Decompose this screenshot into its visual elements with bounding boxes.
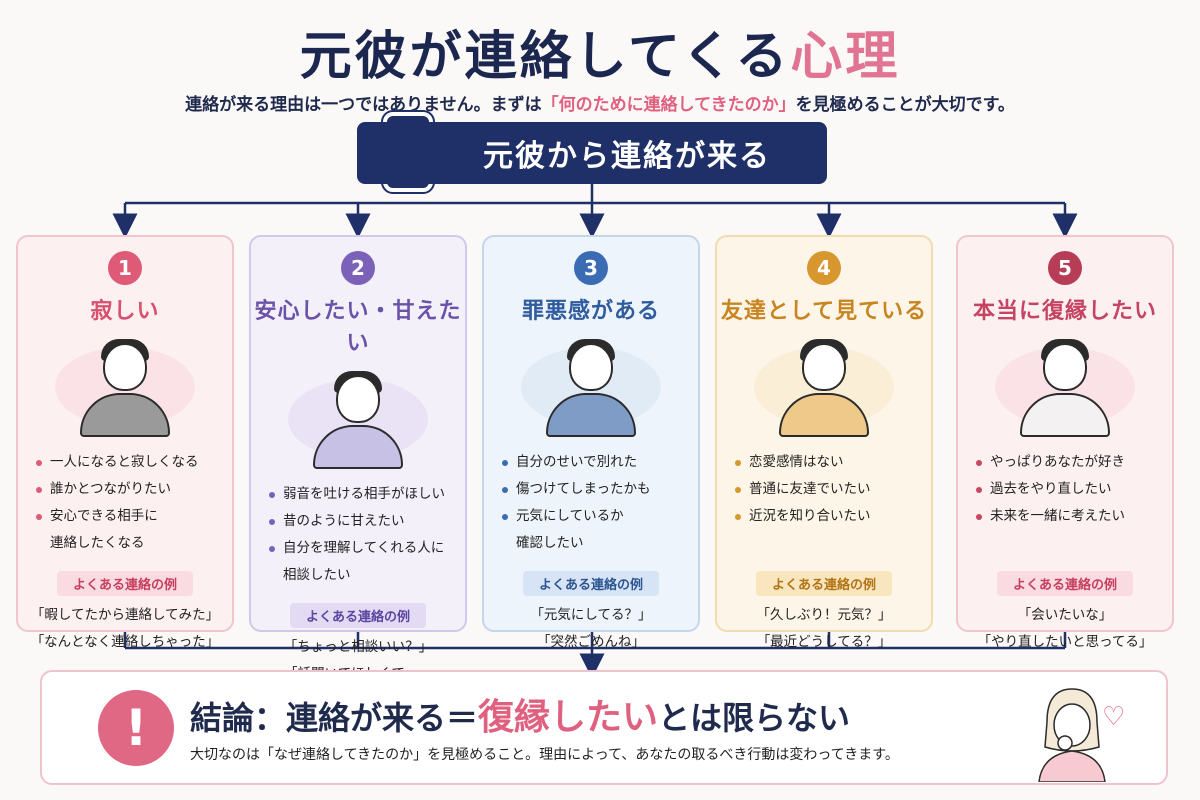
card-title: 罪悪感がある — [521, 299, 660, 324]
list-item: 普通に友達でいたい — [735, 476, 931, 503]
example-text: 「最近どうしてる？」 — [756, 634, 892, 650]
example-text: 「元気にしてる？」 — [530, 607, 652, 623]
card-points: 恋愛感情はない 普通に友達でいたい 近況を知り合いたい — [735, 449, 931, 530]
reassured-man-illustration — [283, 369, 433, 469]
reason-card-4: 4 友達として見ている 恋愛感情はない 普通に友達でいたい 近況を知り合いたい … — [715, 235, 933, 650]
reason-card-1: 1 寂しい 一人になると寂しくなる 誰かとつながりたい 安心できる相手に 連絡し… — [16, 235, 234, 650]
example-text: 「なんとなく連絡しちゃった」 — [30, 634, 220, 650]
guilty-man-illustration — [516, 337, 666, 437]
page-title: 元彼が連絡してくる心理 — [299, 27, 901, 87]
friendly-man-illustration — [749, 337, 899, 437]
conclusion-box: ! 結論：連絡が来る＝復縁したいとは限らない 大切なのは「なぜ連絡してきたのか」… — [40, 670, 1168, 785]
card-points: 一人になると寂しくなる 誰かとつながりたい 安心できる相手に 連絡したくなる — [36, 449, 232, 557]
list-item: 一人になると寂しくなる — [36, 449, 232, 476]
examples: 「暇してたから連絡してみた」 「なんとなく連絡しちゃった」 — [18, 602, 232, 656]
list-item: 誰かとつながりたい — [36, 476, 232, 503]
exclamation-icon: ! — [98, 690, 174, 766]
thinking-woman-illustration — [1038, 688, 1106, 782]
hopeful-man-illustration — [990, 337, 1140, 437]
card-points: 弱音を吐ける相手がほしい 昔のように甘えたい 自分を理解してくれる人に 相談した… — [269, 481, 465, 589]
card-number: 1 — [108, 251, 142, 285]
card-title: 本当に復縁したい — [972, 299, 1157, 324]
example-text: 「ちょっと相談いい？」 — [283, 639, 433, 655]
list-item: 自分のせいで別れた — [502, 449, 698, 476]
examples-label: よくある連絡の例 — [755, 571, 892, 596]
list-item-continuation: 確認したい — [516, 535, 584, 551]
list-item: 過去をやり直したい — [976, 476, 1172, 503]
list-item: 昔のように甘えたい — [269, 508, 465, 535]
card-number: 2 — [341, 251, 375, 285]
example-text: 「突然ごめんね」 — [537, 634, 645, 650]
card-number: 5 — [1048, 251, 1082, 285]
list-item-continuation: 連絡したくなる — [50, 535, 145, 551]
card-number: 3 — [574, 251, 608, 285]
example-text: 「暇してたから連絡してみた」 — [30, 607, 220, 623]
heart-icon: ♡ — [1102, 702, 1126, 732]
card-title: 寂しい — [90, 299, 160, 324]
list-item: 弱音を吐ける相手がほしい — [269, 481, 465, 508]
card-number: 4 — [807, 251, 841, 285]
list-item: 安心できる相手に — [36, 503, 232, 530]
top-box: 元彼から連絡が来る — [357, 122, 827, 184]
list-item: 元気にしているか — [502, 503, 698, 530]
lonely-man-illustration — [50, 337, 200, 437]
examples-label: よくある連絡の例 — [289, 603, 426, 628]
example-text: 「やり直したいと思ってる」 — [977, 634, 1153, 650]
reason-card-5: 5 本当に復縁したい やっぱりあなたが好き 過去をやり直したい 未来を一緒に考え… — [956, 235, 1174, 650]
example-text: 「会いたいな」 — [1017, 607, 1113, 623]
card-points: やっぱりあなたが好き 過去をやり直したい 未来を一緒に考えたい — [976, 449, 1172, 530]
examples-label: よくある連絡の例 — [56, 571, 193, 596]
page-subtitle: 連絡が来る理由は一つではありません。まずは「何のために連絡してきたのか」を見極め… — [185, 95, 1015, 115]
examples: 「久しぶり！元気？」 「最近どうしてる？」 — [717, 602, 931, 656]
card-title: 友達として見ている — [720, 299, 928, 324]
top-box-label: 元彼から連絡が来る — [483, 139, 771, 174]
examples: 「元気にしてる？」 「突然ごめんね」 — [484, 602, 698, 656]
examples-label: よくある連絡の例 — [996, 571, 1133, 596]
reason-card-3: 3 罪悪感がある 自分のせいで別れた 傷つけてしまったかも 元気にしているか 確… — [482, 235, 700, 650]
examples-label: よくある連絡の例 — [522, 571, 659, 596]
example-text: 「久しぶり！元気？」 — [756, 607, 892, 623]
list-item-continuation: 相談したい — [283, 567, 351, 583]
card-title: 安心したい・甘えたい — [254, 299, 462, 356]
list-item: 自分を理解してくれる人に — [269, 535, 465, 562]
list-item: やっぱりあなたが好き — [976, 449, 1172, 476]
reason-card-2: 2 安心したい・甘えたい 弱音を吐ける相手がほしい 昔のように甘えたい 自分を理… — [249, 235, 467, 682]
examples: 「会いたいな」 「やり直したいと思ってる」 — [958, 602, 1172, 656]
conclusion-title: 結論：連絡が来る＝復縁したいとは限らない — [190, 697, 851, 738]
list-item: 恋愛感情はない — [735, 449, 931, 476]
list-item: 未来を一緒に考えたい — [976, 503, 1172, 530]
list-item: 近況を知り合いたい — [735, 503, 931, 530]
conclusion-text: 大切なのは「なぜ連絡してきたのか」を見極めること。理由によって、あなたの取るべき… — [190, 747, 899, 763]
card-points: 自分のせいで別れた 傷つけてしまったかも 元気にしているか 確認したい — [502, 449, 698, 557]
list-item: 傷つけてしまったかも — [502, 476, 698, 503]
